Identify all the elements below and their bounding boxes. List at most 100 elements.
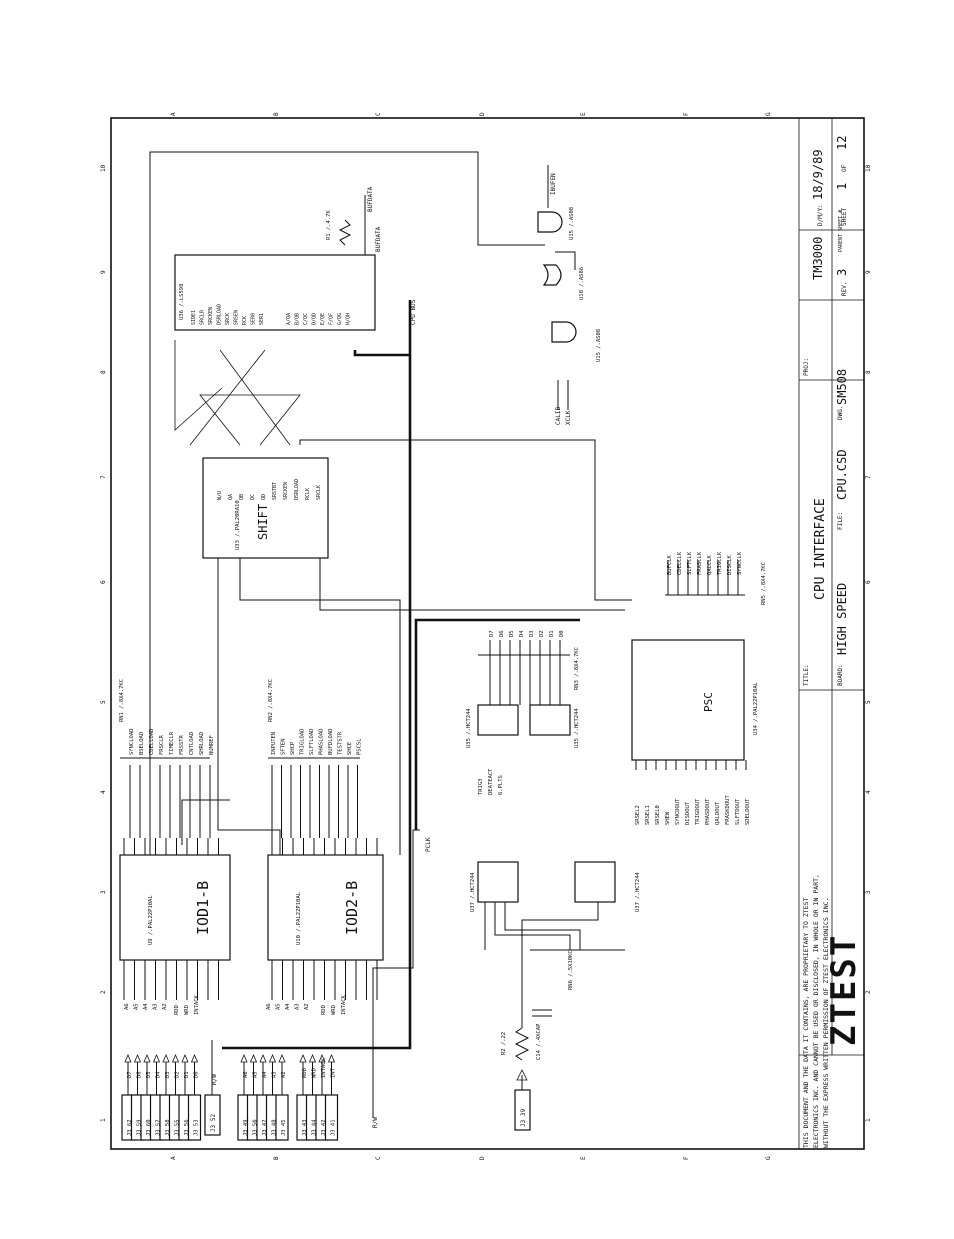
connector-signal: A4 — [262, 1071, 268, 1078]
connector-label: J3 57 — [156, 1119, 162, 1136]
row-marker-bottom: A — [170, 1156, 177, 1160]
u37a-ref: U37 /.HCT244 — [470, 872, 476, 912]
shift-pin-label: QC — [250, 494, 256, 500]
iod1-addr-input: A4 — [143, 1003, 149, 1010]
iod1-addr-input: A2 — [162, 1003, 168, 1010]
rw-connector: J3 52 R/W — [204, 1040, 221, 1136]
connector-arrow — [181, 1053, 189, 1063]
psc-ref: U34 /.PAL22P10AL — [753, 681, 759, 735]
u15-and-gate: U15 /.AS08 — [537, 207, 575, 240]
u35-bit-label: D5 — [509, 630, 515, 637]
connector-signal: D1 — [184, 1071, 190, 1078]
connector-label: J3 56 — [184, 1119, 190, 1136]
column-marker-left: 5 — [100, 700, 107, 704]
u36-output-pin: A/QA — [286, 313, 292, 325]
iod1-chip: IOD1-B U9 /.PAL22P10AL — [119, 854, 231, 961]
drawing-title: CPU INTERFACE — [813, 498, 828, 600]
rn6-pack: RN6 /.5X10KC — [530, 949, 625, 990]
iod1-addr-input: A5 — [134, 1003, 140, 1010]
file-label: FILE: — [837, 512, 844, 530]
u18-xor-gate: U18 /.AS86 — [542, 264, 585, 300]
connector-signal: D7 — [127, 1071, 133, 1078]
c14-cap: C14 /.4XCAP — [532, 1009, 552, 1060]
notice-line-3: WITHOUT THE EXPRESS WRITTEN PERMISSION O… — [822, 898, 830, 1148]
u18-ref: U18 /.AS86 — [579, 267, 585, 300]
bufdata-label-2: BUFDATA — [375, 226, 382, 252]
connector-label: J3 47 — [262, 1119, 268, 1136]
connector-label: J3 50 — [253, 1119, 259, 1136]
u35-bit-label: D4 — [519, 630, 525, 637]
output-signal: BSELOAD — [139, 732, 145, 755]
data-bus-top — [353, 350, 410, 357]
psc-output-signal: SHEW — [665, 811, 671, 825]
u15-ref: U15 /.AS08 — [569, 207, 575, 240]
connector-arrow — [171, 1053, 180, 1063]
connector-label: J3 44 — [312, 1119, 318, 1136]
u35-output: TRIG3 — [478, 778, 484, 795]
rw-out-label: R/W — [372, 1117, 379, 1128]
row-marker-bottom: C — [375, 1156, 382, 1160]
rn1-label: RN1 /.8X4.7KC — [119, 679, 125, 722]
u36-output-pin: F/QF — [329, 313, 335, 325]
u36-chip: U36 /.LS598 — [174, 254, 376, 331]
project-name: TM3000 — [811, 237, 825, 280]
psc-clock-signal: FRASCLK — [697, 551, 703, 575]
column-marker-left: 4 — [100, 790, 107, 794]
iod1-pins — [123, 838, 219, 1000]
connector-signal: WRD — [312, 1068, 318, 1078]
output-signal: SHRLOAD — [199, 732, 205, 755]
notice-line-2: ELECTRONICS INC. AND CANNOT BE USED OR D… — [812, 874, 820, 1148]
connector-label: J3 58 — [165, 1119, 171, 1136]
iod2-ctl-input: WRD — [331, 1005, 337, 1015]
xclk-label: XCLK — [565, 410, 572, 425]
u35-output: 6.PLTS — [498, 775, 504, 795]
row-marker-bottom: G — [765, 1156, 772, 1160]
psc-clock-signal: CDELCLK — [677, 551, 683, 575]
pclk-bus — [414, 618, 580, 830]
psc-output-signal: PHASDOUT — [705, 798, 711, 825]
connector-signal: A6 — [243, 1071, 249, 1078]
u37b-buffer: U37 /.HCT244 — [574, 861, 641, 912]
connector-label: J3 42 — [321, 1119, 327, 1136]
psc-name: PSC — [702, 692, 715, 712]
rn6-label: RN6 /.5X10KC — [568, 950, 574, 990]
rev-label: REV. — [841, 282, 848, 296]
connector-arrow — [249, 1053, 258, 1063]
u35a-ref: U35 /.HCT244 — [466, 708, 472, 748]
sheet-label: SHEET — [841, 208, 848, 226]
output-signal: CNTLOAD — [189, 732, 195, 755]
shift-pin-label: QA — [228, 494, 234, 500]
u35a-buffer: U35 /.HCT244 — [466, 704, 519, 748]
row-marker-top: F — [683, 112, 690, 116]
shift-pin-label: RCLK — [305, 488, 311, 500]
rw-connector-label: J3 52 — [210, 1114, 217, 1132]
connector-arrow — [133, 1053, 142, 1063]
u35-bit-label: D1 — [549, 630, 555, 637]
u37a-buffer: U37 /.HCT244 — [470, 861, 519, 912]
sheet-of: OF — [841, 164, 848, 172]
r1-label: R1 /.4.7K — [326, 210, 332, 240]
column-marker-right: 2 — [865, 990, 872, 994]
connector-signal: A3 — [272, 1071, 278, 1078]
proj-label: PROJ: — [803, 358, 810, 376]
title-block: THIS DOCUMENT AND THE DATA IT CONTAINS, … — [799, 118, 864, 1148]
dwg-label: DWG. — [837, 406, 844, 420]
connector-signal: A5 — [253, 1071, 259, 1078]
connector-arrow — [190, 1053, 199, 1063]
rev-number: 3 — [835, 269, 849, 276]
u35-bit-label: D7 — [489, 630, 495, 637]
output-signal: SYNCLOAD — [129, 729, 135, 756]
parent-sheet-label: PARENT SHEET # — [838, 210, 844, 252]
u36-input-pin: SRCKEN — [208, 307, 214, 325]
iod1-ctl-input: RDD — [174, 1005, 180, 1015]
connector-arrow — [278, 1053, 286, 1063]
iod2-ref: U10 /.PAL22P10AL — [296, 891, 302, 945]
iod1-ctl-input: WRD — [184, 1005, 190, 1015]
connector-signal: D6 — [137, 1071, 143, 1078]
date-label: D/M/Y: — [817, 204, 824, 226]
